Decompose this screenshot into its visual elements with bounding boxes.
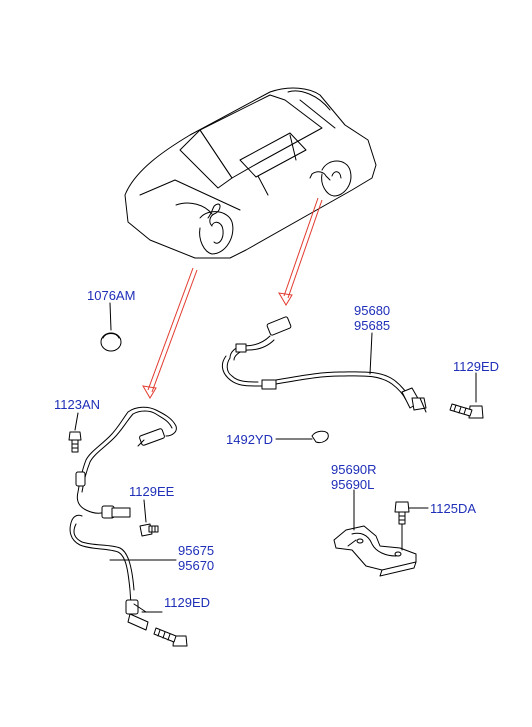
label-95680-95685[interactable]: 95680 95685 <box>354 303 390 333</box>
label-95690R-95690L[interactable]: 95690R 95690L <box>331 462 377 492</box>
leader-1123AN <box>74 412 79 431</box>
label-1129ED-rear[interactable]: 1129ED <box>453 359 500 374</box>
bolt-front-lower <box>153 627 188 647</box>
label-95670[interactable]: 95670 <box>178 558 215 573</box>
leader-95680 <box>369 332 373 375</box>
label-1129EE[interactable]: 1129EE <box>129 484 175 499</box>
label-95690R[interactable]: 95690R <box>331 462 377 477</box>
label-95675[interactable]: 95675 <box>178 543 215 558</box>
bolt-rear <box>449 403 484 419</box>
callout-arrow-rear <box>278 197 323 306</box>
label-95675-95670[interactable]: 95675 95670 <box>178 543 214 573</box>
label-1129ED-front[interactable]: 1129ED <box>164 595 211 610</box>
clip-part <box>311 430 329 443</box>
bolt-front-upper <box>68 431 82 453</box>
car-illustration <box>124 87 377 259</box>
leader-grommet <box>109 302 112 331</box>
label-1125DA[interactable]: 1125DA <box>430 501 477 516</box>
label-95690L[interactable]: 95690L <box>331 477 375 492</box>
callout-arrow-front <box>142 267 198 399</box>
grommet-part <box>100 332 122 352</box>
rear-wheel-speed-sensor <box>221 316 427 413</box>
bolt-bracket <box>394 501 410 525</box>
label-95685[interactable]: 95685 <box>354 318 391 333</box>
label-1123AN[interactable]: 1123AN <box>54 397 101 412</box>
front-wheel-speed-sensor <box>69 406 177 631</box>
label-95680[interactable]: 95680 <box>354 303 391 318</box>
bolt-front-mid <box>139 523 159 537</box>
label-1076AM[interactable]: 1076AM <box>87 288 136 303</box>
label-1492YD[interactable]: 1492YD <box>226 432 273 447</box>
sensor-bracket <box>333 525 417 577</box>
leader-1129EE <box>143 499 147 523</box>
